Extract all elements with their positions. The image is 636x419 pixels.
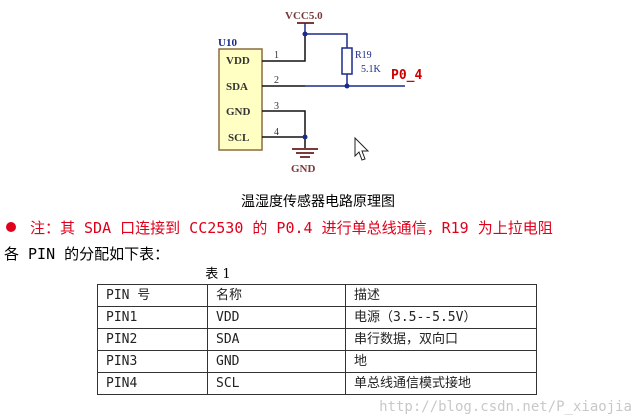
header-cell: 描述 — [345, 284, 537, 307]
pin-num-4: 4 — [274, 127, 279, 138]
cell: GND — [207, 350, 346, 373]
table-row: PIN2 SDA 串行数据，双向口 — [97, 328, 537, 351]
cell: 地 — [345, 350, 537, 373]
note-text: 注：其 SDA 口连接到 CC2530 的 P0.4 进行单总线通信，R19 为… — [30, 219, 553, 237]
table-header-row: PIN 号 名称 描述 — [97, 284, 537, 307]
net-label: P0_4 — [391, 68, 422, 83]
cell: SCL — [207, 372, 346, 395]
header-cell: PIN 号 — [97, 284, 208, 307]
figure-caption: 温湿度传感器电路原理图 — [241, 194, 395, 210]
resistor-value: 5.1K — [361, 64, 382, 75]
cell: PIN2 — [97, 328, 208, 351]
cell: 电源（3.5--5.5V） — [345, 306, 537, 329]
table-title: 表 1 — [205, 267, 231, 282]
note-line: 注：其 SDA 口连接到 CC2530 的 P0.4 进行单总线通信，R19 为… — [6, 217, 553, 238]
cell: VDD — [207, 306, 346, 329]
header-cell: 名称 — [207, 284, 346, 307]
pin-num-2: 2 — [274, 75, 279, 86]
pin-name-3: GND — [226, 106, 251, 118]
pin-num-1: 1 — [274, 50, 279, 61]
cell: PIN1 — [97, 306, 208, 329]
cell: SDA — [207, 328, 346, 351]
resistor-ref: R19 — [355, 50, 372, 61]
intro-text: 各 PIN 的分配如下表： — [4, 245, 170, 263]
resistor — [341, 47, 353, 75]
bullet-icon — [6, 222, 16, 232]
cell: PIN4 — [97, 372, 208, 395]
pin-name-4: SCL — [228, 132, 249, 144]
table-row: PIN4 SCL 单总线通信模式接地 — [97, 372, 537, 395]
watermark: http://blog.csdn.net/P_xiaojia — [379, 399, 632, 415]
pin-name-2: SDA — [226, 81, 248, 93]
table-row: PIN1 VDD 电源（3.5--5.5V） — [97, 306, 537, 329]
pin-table: PIN 号 名称 描述 PIN1 VDD 电源（3.5--5.5V） PIN2 … — [97, 284, 537, 395]
pin-num-3: 3 — [274, 101, 279, 112]
cell: 串行数据，双向口 — [345, 328, 537, 351]
cell: PIN3 — [97, 350, 208, 373]
chip-body — [218, 48, 263, 151]
table-row: PIN3 GND 地 — [97, 350, 537, 373]
pin-name-1: VDD — [226, 55, 250, 67]
circuit-schematic: U10 VDD SDA GND SCL 1 2 3 4 VCC5.0 R19 5… — [218, 10, 422, 175]
part-ref: U10 — [218, 37, 237, 49]
ground-label: GND — [291, 163, 316, 175]
power-label: VCC5.0 — [285, 10, 323, 22]
cell: 单总线通信模式接地 — [345, 372, 537, 395]
mouse-cursor-icon — [354, 136, 370, 161]
